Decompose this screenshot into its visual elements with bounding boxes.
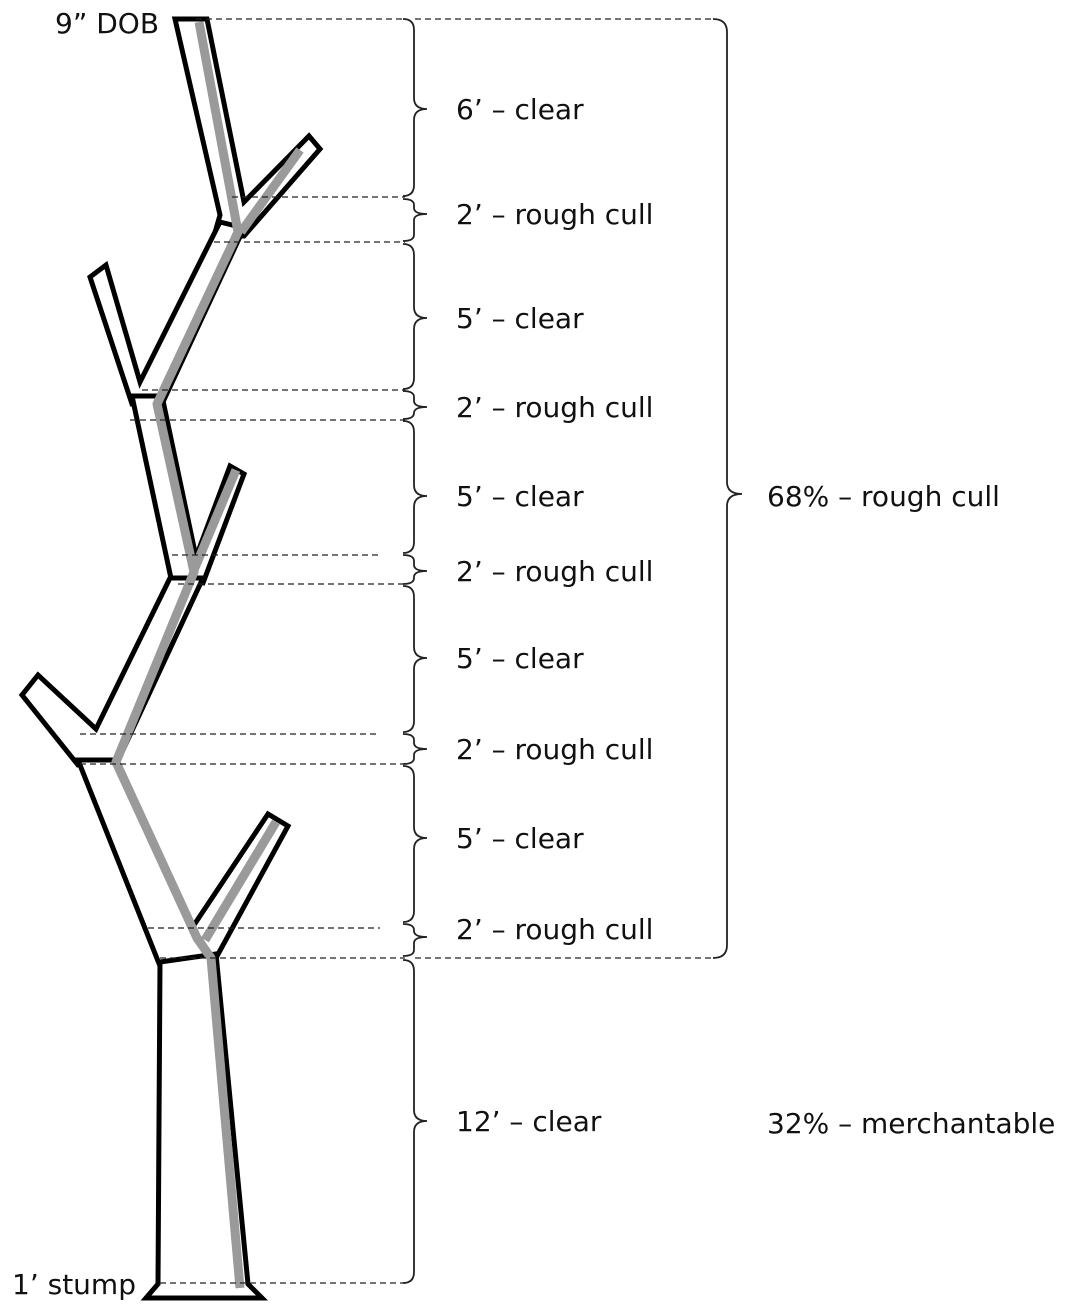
- brace-section-8: [403, 734, 427, 764]
- tree-top-segment: [175, 19, 320, 236]
- brace-section-6: [403, 555, 427, 584]
- section-label: 6’ – clear: [456, 93, 584, 126]
- brace-section-4: [403, 391, 427, 419]
- brace-section-1: [403, 19, 427, 196]
- merchantable-percent-label: 32% – merchantable: [767, 1107, 1055, 1140]
- section-label: 12’ – clear: [456, 1105, 602, 1138]
- section-label: 5’ – clear: [456, 302, 584, 335]
- brace-section-5: [403, 421, 427, 553]
- section-label: 5’ – clear: [456, 642, 584, 675]
- tree-branch-shading: [241, 150, 300, 232]
- brace-section-3: [403, 244, 427, 389]
- tree-illustration: [22, 19, 320, 1298]
- section-label: 2’ – rough cull: [456, 555, 653, 588]
- section-label: 2’ – rough cull: [456, 198, 653, 231]
- section-label: 2’ – rough cull: [456, 913, 653, 946]
- section-label: 5’ – clear: [456, 480, 584, 513]
- section-label: 5’ – clear: [456, 822, 584, 855]
- top-diameter-label: 9” DOB: [55, 7, 159, 40]
- brace-section-10: [403, 924, 427, 956]
- stump-label: 1’ stump: [12, 1268, 136, 1301]
- section-label: 2’ – rough cull: [456, 391, 653, 424]
- section-label: 2’ – rough cull: [456, 733, 653, 766]
- tree-branch-shading-3: [205, 822, 276, 940]
- tree-lower-trunk: [146, 954, 262, 1298]
- rough-cull-percent-label: 68% – rough cull: [767, 480, 1000, 513]
- brace-section-9: [403, 766, 427, 922]
- brace-section-11: [403, 960, 427, 1283]
- brace-section-7: [403, 586, 427, 732]
- brace-rough-cull-total: [713, 19, 742, 958]
- brace-section-2: [403, 199, 427, 241]
